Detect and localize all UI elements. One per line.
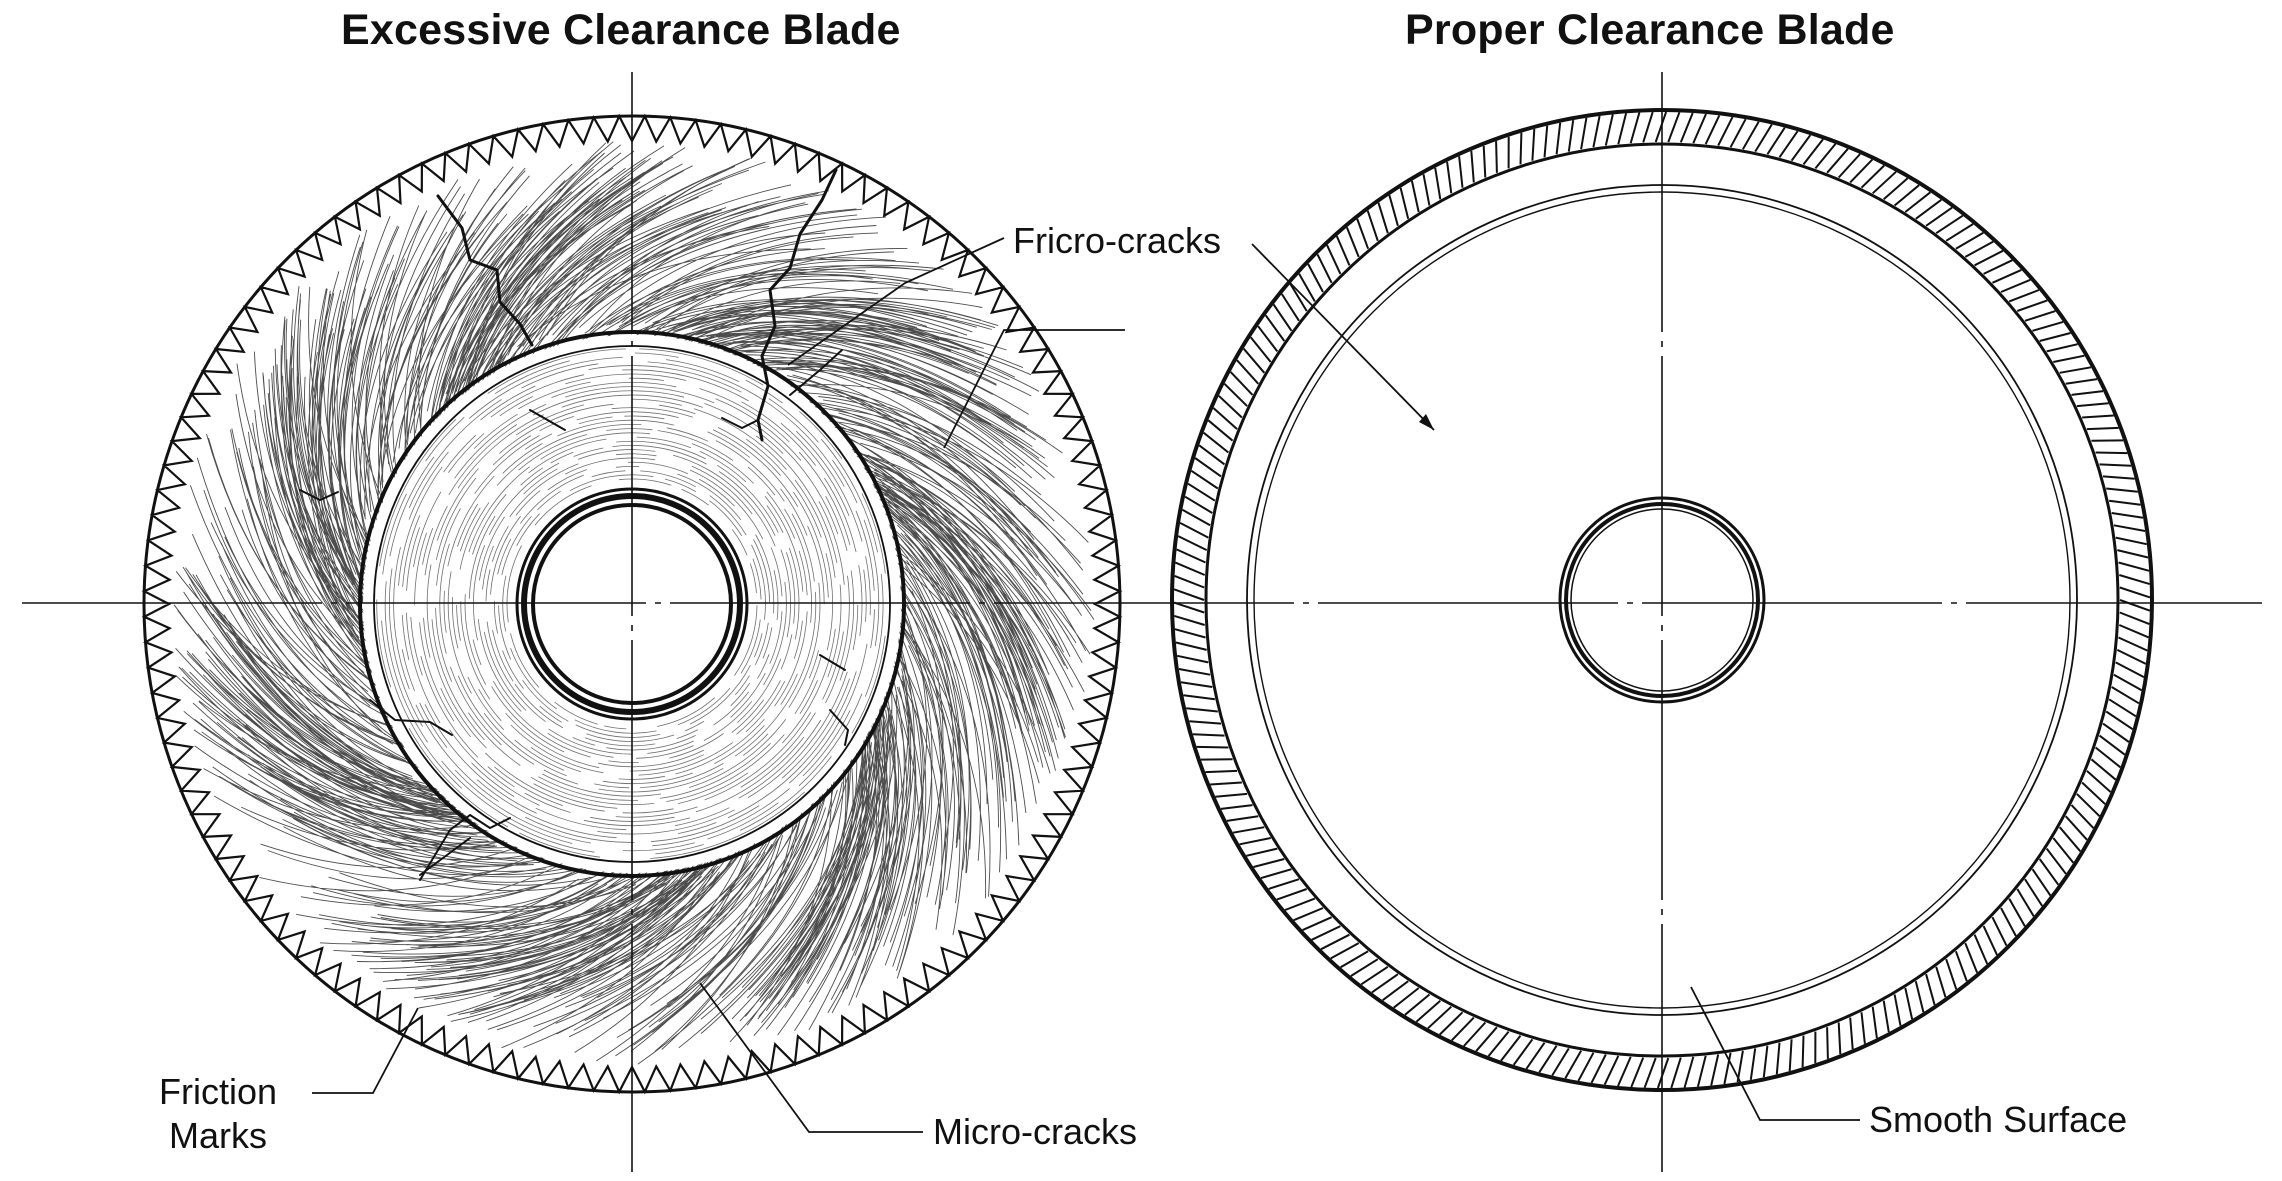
leader-fricro-cracks-right [1251, 243, 1435, 431]
callout-micro-cracks: Micro-cracks [933, 1111, 1137, 1152]
right-edge-tick-strokes [1173, 111, 2151, 1089]
leader-friction-marks [312, 1007, 419, 1094]
left-friction-hatch-strokes [173, 141, 1095, 1065]
left-hub-ring-strokes [376, 348, 886, 859]
left-hub-turning-rings [376, 348, 886, 859]
left-crack-lines [299, 168, 849, 881]
title-excessive-clearance-blade: Excessive Clearance Blade [341, 6, 901, 54]
left-crack-line [721, 417, 759, 429]
left-crack-line [529, 409, 566, 431]
left-crack-line [419, 814, 511, 881]
leader-micro-cracks [699, 982, 923, 1133]
callout-friction-marks: Friction Marks [138, 1070, 298, 1158]
right-edge-hatching [1173, 111, 2151, 1089]
left-crack-line [419, 837, 471, 876]
left-crack-line [829, 709, 849, 746]
callout-fricro-cracks: Fricro-cracks [1013, 220, 1221, 261]
leader-fricro-cracks-left [787, 237, 1005, 366]
title-proper-clearance-blade: Proper Clearance Blade [1405, 6, 1895, 54]
left-crack-line [369, 699, 453, 736]
leader-smooth-surface [1690, 986, 1860, 1121]
left-serrated-teeth [141, 113, 1123, 1095]
left-crack-line [756, 168, 838, 442]
left-friction-hatching [173, 141, 1095, 1065]
callout-smooth-surface: Smooth Surface [1869, 1099, 2128, 1140]
leader-fricro-cracks-center [943, 329, 1125, 449]
callout-leaders [312, 237, 1860, 1133]
callout-friction-marks-line1: Friction [158, 1071, 278, 1112]
arrowhead-fricro-cracks-right [1419, 414, 1434, 430]
left-crack-line [436, 194, 534, 347]
left-crack-line [789, 349, 843, 396]
left-crack-line [819, 654, 846, 671]
centerlines [22, 72, 2262, 1172]
left-crack-line [299, 489, 339, 501]
callout-friction-marks-line2: Marks [169, 1115, 267, 1156]
